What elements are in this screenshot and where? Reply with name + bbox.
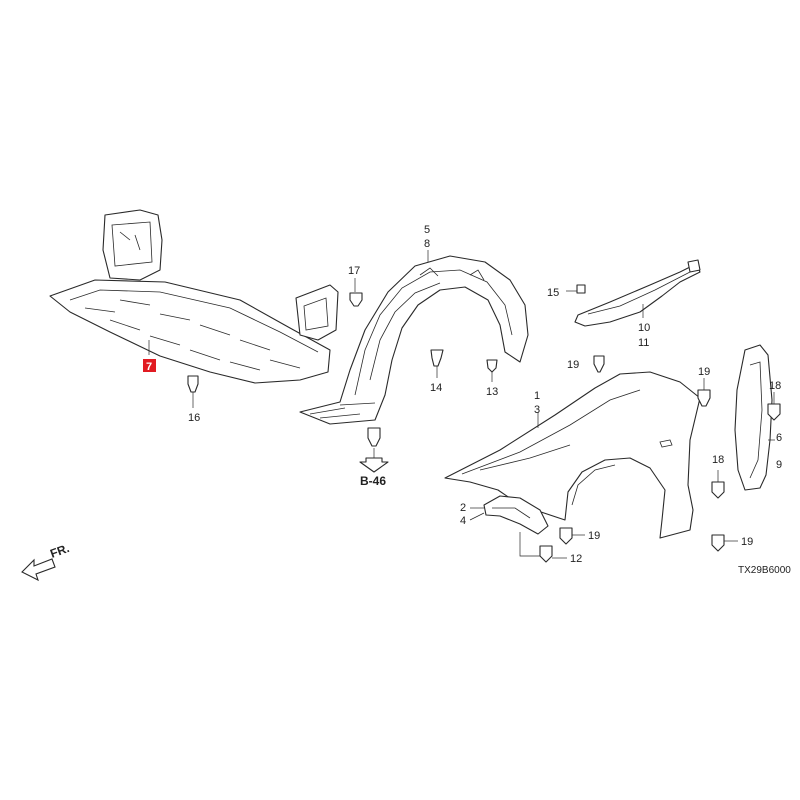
- drawing-code: TX29B6000: [738, 565, 791, 576]
- callout-14[interactable]: 14: [430, 382, 442, 394]
- callout-11[interactable]: 11: [638, 337, 649, 349]
- callout-9[interactable]: 9: [776, 459, 782, 471]
- front-direction-arrow: FR.: [21, 541, 71, 582]
- side-bracket: [711, 344, 781, 499]
- callout-15[interactable]: 15: [547, 287, 559, 299]
- callout-19-lower[interactable]: 19: [741, 536, 753, 548]
- callout-10[interactable]: 10: [638, 322, 650, 334]
- fender-liner: [299, 250, 529, 473]
- reference-label[interactable]: B-46: [360, 474, 386, 488]
- callout-5[interactable]: 5: [424, 224, 430, 236]
- callout-13[interactable]: 13: [486, 386, 498, 398]
- callout-19-upper[interactable]: 19: [567, 359, 579, 371]
- callout-1[interactable]: 1: [534, 390, 540, 402]
- callouts: 7 16 17 5 8 14 13 15 10 11 19 1 3 19 18 …: [143, 224, 791, 576]
- callout-2[interactable]: 2: [460, 502, 466, 514]
- callout-4[interactable]: 4: [460, 515, 466, 527]
- fender-brackets: [469, 378, 738, 563]
- callout-19-right[interactable]: 19: [698, 366, 710, 378]
- callout-18-lower[interactable]: 18: [712, 454, 724, 466]
- callout-8[interactable]: 8: [424, 238, 430, 250]
- callout-19-bracket[interactable]: 19: [588, 530, 600, 542]
- callout-17[interactable]: 17: [348, 265, 360, 277]
- under-cover: [49, 209, 339, 408]
- fender-seal: [566, 259, 701, 373]
- callout-6[interactable]: 6: [776, 432, 782, 444]
- highlight-box: [143, 359, 156, 372]
- front-label: FR.: [48, 541, 71, 561]
- callout-7[interactable]: 7: [146, 361, 152, 373]
- callout-12[interactable]: 12: [570, 553, 582, 565]
- callout-3[interactable]: 3: [534, 404, 540, 416]
- callout-16[interactable]: 16: [188, 412, 200, 424]
- callout-18-upper[interactable]: 18: [769, 380, 781, 392]
